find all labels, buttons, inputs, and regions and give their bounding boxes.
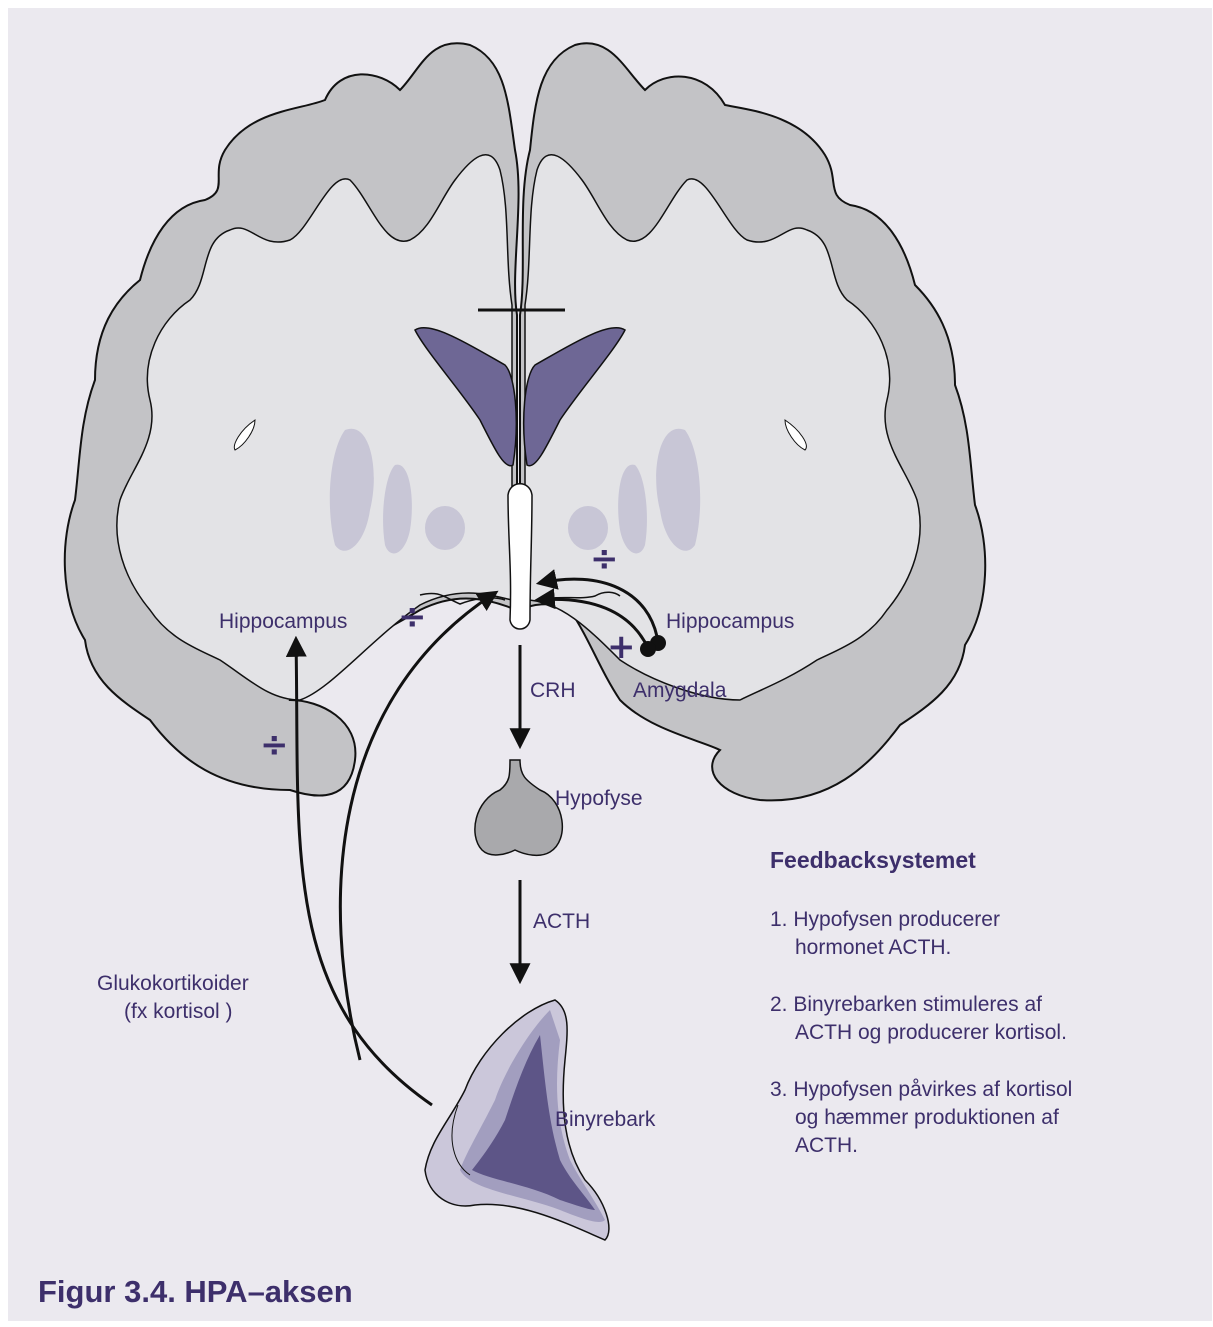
amygdala-synapse-2: [640, 641, 656, 657]
label-hypofyse: Hypofyse: [555, 787, 643, 810]
left-globus: [425, 506, 465, 550]
feedback-item-3-line2: og hæmmer produktionen af: [795, 1106, 1059, 1129]
label-binyrebark: Binyrebark: [555, 1108, 656, 1131]
label-crh: CRH: [530, 679, 576, 702]
inhibit-symbol-hippocampus: ÷: [260, 725, 289, 765]
figure-title: Figur 3.4. HPA–aksen: [38, 1274, 353, 1309]
feedback-title: Feedbacksystemet: [770, 847, 976, 873]
inhibit-symbol-hypothalamus-right: ÷: [590, 539, 619, 579]
hpa-diagram: ÷ ÷ ÷ + Hippocampus Hippocampus Amygdala…: [8, 8, 1212, 1321]
feedback-item-2-line2: ACTH og producerer kortisol.: [795, 1021, 1067, 1044]
inhibit-symbol-hypothalamus-left: ÷: [398, 597, 427, 637]
feedback-item-1-line2: hormonet ACTH.: [795, 936, 951, 959]
label-hippocampus-right: Hippocampus: [666, 610, 794, 633]
diagram-canvas: ÷ ÷ ÷ + Hippocampus Hippocampus Amygdala…: [8, 8, 1212, 1321]
glucocorticoid-to-hypothalamus-arrow: [340, 593, 495, 1060]
feedback-item-3-line1: 3. Hypofysen påvirkes af kortisol: [770, 1078, 1072, 1101]
feedback-box: Feedbacksystemet 1. Hypofysen producerer…: [770, 847, 1072, 1157]
label-acth: ACTH: [533, 910, 590, 933]
brain: [65, 43, 985, 800]
feedback-item-3-line3: ACTH.: [795, 1134, 858, 1157]
excite-symbol-amygdala: +: [607, 627, 636, 667]
feedback-item-2-line1: 2. Binyrebarken stimuleres af: [770, 993, 1042, 1016]
label-glukokortikoider: Glukokortikoider: [97, 972, 249, 995]
label-amygdala: Amygdala: [633, 679, 727, 702]
feedback-item-1-line1: 1. Hypofysen producerer: [770, 908, 1000, 931]
label-hippocampus-left: Hippocampus: [219, 610, 347, 633]
third-ventricle: [508, 484, 532, 629]
label-kortisol: (fx kortisol ): [124, 1000, 233, 1023]
pituitary: [475, 760, 562, 855]
